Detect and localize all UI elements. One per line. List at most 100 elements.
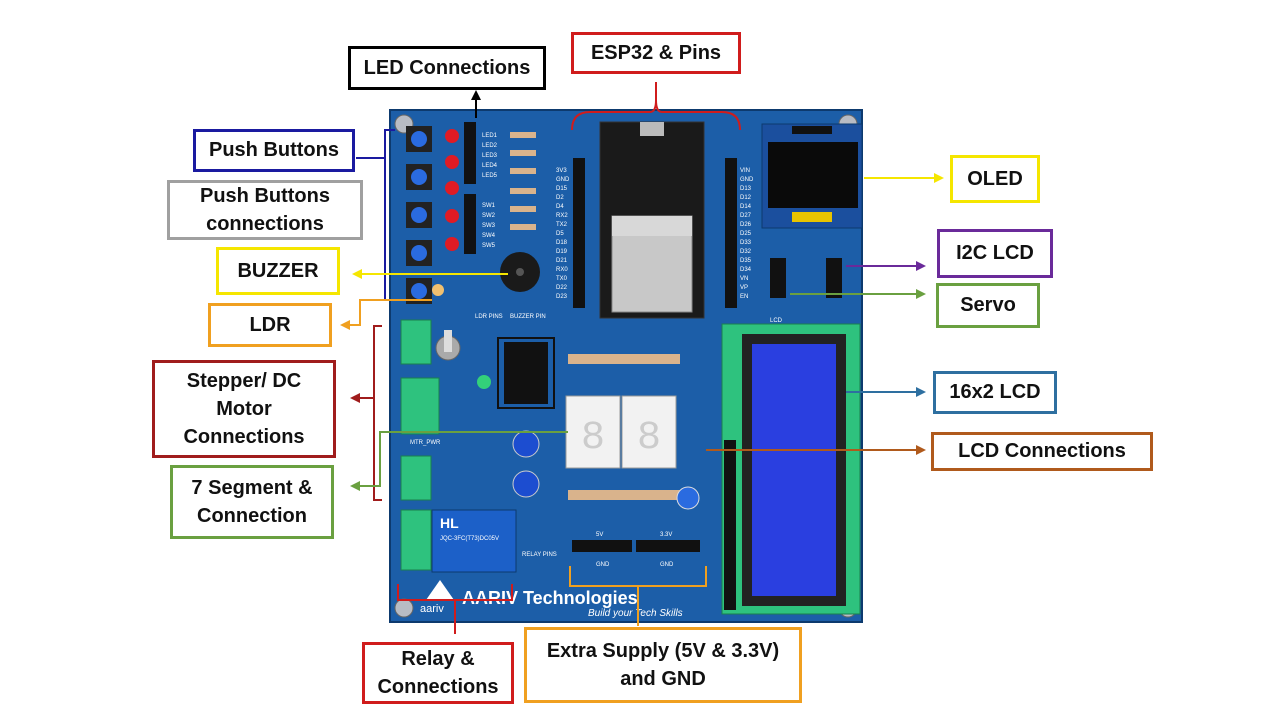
esp-pin-label: TX2 bbox=[556, 222, 568, 228]
sw-header bbox=[464, 194, 476, 254]
label-esp32-pins: ESP32 & Pins bbox=[571, 32, 741, 74]
led-header bbox=[464, 122, 476, 184]
esp-pin-label: D23 bbox=[556, 294, 568, 300]
relay-pins-text: RELAY PINS bbox=[522, 552, 557, 558]
led-label: LED5 bbox=[482, 173, 498, 179]
label-ldr: LDR bbox=[208, 303, 332, 347]
led-label: LED4 bbox=[482, 163, 498, 169]
supply-header-5v bbox=[572, 540, 632, 552]
esp-pin-label: D35 bbox=[740, 258, 752, 264]
esp-pin-label: GND bbox=[556, 177, 570, 183]
potentiometer bbox=[676, 486, 700, 510]
esp-pin-label: VN bbox=[740, 276, 748, 282]
bracket-extra-supply bbox=[569, 566, 707, 626]
arrow-seven-segment bbox=[358, 431, 568, 487]
esp-pin-label: EN bbox=[740, 294, 748, 300]
relay-brand-text: HL bbox=[440, 515, 459, 531]
sw-pin-labels: SW1 SW2 SW3 SW4 SW5 bbox=[482, 203, 496, 249]
oled-module bbox=[761, 123, 863, 229]
esp-pin-label: D2 bbox=[556, 195, 564, 201]
bracket-stepper bbox=[373, 325, 382, 501]
label-buzzer: BUZZER bbox=[216, 247, 340, 295]
toggle-switch bbox=[435, 330, 461, 361]
seven-segment-display: 8 8 bbox=[565, 395, 677, 469]
esp-pin-label: 3V3 bbox=[556, 168, 567, 174]
esp-pin-label: VIN bbox=[740, 168, 750, 174]
supply-gnd-text: GND bbox=[660, 562, 674, 568]
ldr-pins-text: LDR PINS bbox=[475, 314, 503, 320]
supply-header-3v3 bbox=[636, 540, 700, 552]
sw-label: SW5 bbox=[482, 243, 496, 249]
led-pin-labels: LED1 LED2 LED3 LED4 LED5 bbox=[482, 133, 498, 179]
label-lcd-16x2: 16x2 LCD bbox=[933, 371, 1057, 414]
esp-pin-label: TX0 bbox=[556, 276, 568, 282]
brand-logo: aariv AARIV Technologies Build your Tech… bbox=[420, 580, 683, 619]
relay-module: HL JQC-3FC(T73)DC05V bbox=[431, 509, 517, 573]
brand-text: AARIV Technologies bbox=[462, 588, 638, 608]
esp-pin-label: D5 bbox=[556, 231, 564, 237]
label-extra-supply: Extra Supply (5V & 3.3V) and GND bbox=[524, 627, 802, 703]
esp32-left-pin-labels: 3V3 GND D15 D2 D4 RX2 TX2 D5 D18 D19 D21… bbox=[556, 168, 570, 300]
esp-pin-label: D15 bbox=[556, 186, 568, 192]
sw-label: SW4 bbox=[482, 233, 496, 239]
servo-header bbox=[770, 258, 786, 298]
mtr-pwr-text: MTR_PWR bbox=[410, 440, 441, 446]
segment-resistors bbox=[568, 354, 680, 500]
esp-pin-label: RX2 bbox=[556, 213, 568, 219]
label-led-connections: LED Connections bbox=[348, 46, 546, 90]
tagline-text: Build your Tech Skills bbox=[588, 608, 683, 619]
sw-label: SW1 bbox=[482, 203, 496, 209]
esp-pin-label: D25 bbox=[740, 231, 752, 237]
svg-text:8: 8 bbox=[581, 416, 605, 461]
esp-pin-label: D18 bbox=[556, 240, 568, 246]
led-label: LED1 bbox=[482, 133, 498, 139]
lcd-tag-text: LCD bbox=[770, 318, 783, 324]
label-push-buttons: Push Buttons bbox=[193, 129, 355, 172]
i2c-lcd-header bbox=[826, 258, 842, 298]
buzzer bbox=[500, 252, 540, 292]
label-servo: Servo bbox=[936, 283, 1040, 328]
esp-pin-label: D32 bbox=[740, 249, 752, 255]
label-lcd-connections: LCD Connections bbox=[931, 432, 1153, 471]
esp-pin-label: D13 bbox=[740, 186, 752, 192]
esp-pin-label: D34 bbox=[740, 267, 752, 273]
esp-pin-label: D21 bbox=[556, 258, 568, 264]
esp-pin-label: D12 bbox=[740, 195, 752, 201]
arrow-ldr bbox=[348, 299, 432, 326]
esp-pin-label: D14 bbox=[740, 204, 752, 210]
capacitor bbox=[512, 430, 540, 458]
motor-driver-ic bbox=[497, 337, 555, 409]
esp-pin-label: GND bbox=[740, 177, 754, 183]
label-seven-segment: 7 Segment & Connection bbox=[170, 465, 334, 539]
esp-pin-label: D22 bbox=[556, 285, 568, 291]
svg-text:8: 8 bbox=[637, 416, 661, 461]
supply-gnd-text: GND bbox=[596, 562, 610, 568]
esp32-right-pin-labels: VIN GND D13 D12 D14 D27 D26 D25 D33 D32 … bbox=[740, 168, 754, 300]
esp-pin-label: RX0 bbox=[556, 267, 568, 273]
label-relay: Relay & Connections bbox=[362, 642, 514, 704]
buzzer-pin-text: BUZZER PIN bbox=[510, 314, 546, 320]
esp-pin-label: D19 bbox=[556, 249, 568, 255]
brand-small-text: aariv bbox=[420, 603, 444, 615]
supply-3v3-text: 3.3V bbox=[660, 532, 672, 538]
connector-lines bbox=[340, 82, 944, 634]
sw-label: SW3 bbox=[482, 223, 496, 229]
label-i2c-lcd: I2C LCD bbox=[937, 229, 1053, 278]
label-oled: OLED bbox=[950, 155, 1040, 203]
bracket-esp32 bbox=[571, 82, 741, 131]
led-resistors bbox=[510, 132, 536, 230]
supply-5v-text: 5V bbox=[596, 532, 603, 538]
esp-pin-label: VP bbox=[740, 285, 748, 291]
lcd-16x2-module: LCD bbox=[721, 318, 861, 615]
esp-pin-label: D4 bbox=[556, 204, 564, 210]
red-leds bbox=[445, 129, 459, 251]
led-label: LED2 bbox=[482, 143, 498, 149]
sw-label: SW2 bbox=[482, 213, 496, 219]
esp-pin-label: D27 bbox=[740, 213, 752, 219]
relay-model-text: JQC-3FC(T73)DC05V bbox=[440, 536, 499, 542]
capacitor bbox=[512, 470, 540, 498]
bracket-relay bbox=[397, 584, 513, 634]
esp-pin-label: D26 bbox=[740, 222, 752, 228]
label-stepper-dc: Stepper/ DC Motor Connections bbox=[152, 360, 336, 458]
